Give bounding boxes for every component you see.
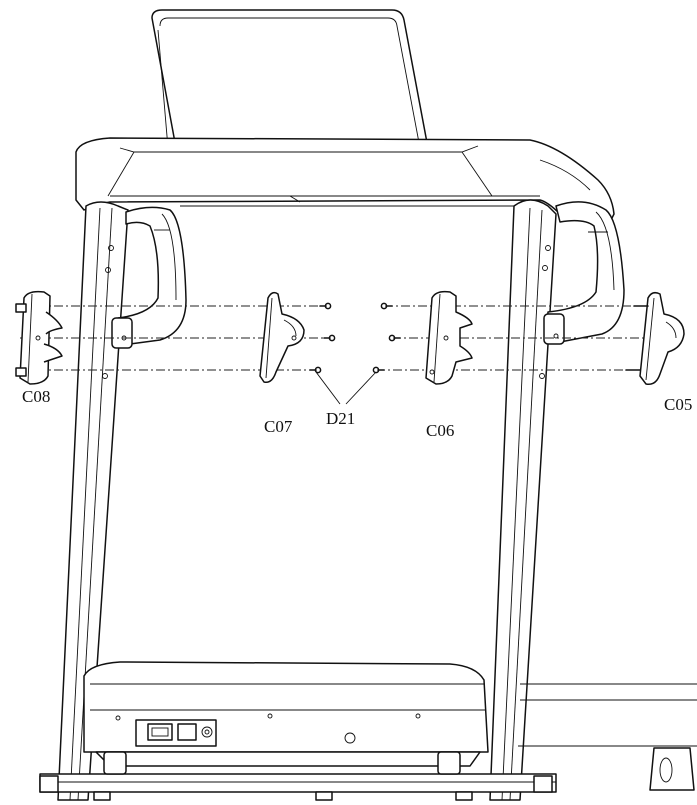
cover-c05: [625, 291, 685, 386]
screws-d21: [309, 302, 401, 374]
cover-c06: [425, 290, 473, 385]
screw-left-bottom: [309, 366, 322, 374]
screw-right-top: [380, 302, 393, 310]
right-handrail: [543, 201, 625, 345]
label-c07: C07: [264, 417, 293, 436]
leader-lines: [315, 371, 377, 405]
label-c06: C06: [426, 421, 454, 440]
right-upright: [489, 199, 557, 801]
screw-left-top: [319, 302, 332, 310]
console-screen: [151, 9, 429, 149]
screw-right-bottom: [372, 366, 385, 374]
label-c05: C05: [664, 395, 692, 414]
motor-hood: [83, 661, 697, 753]
cover-c08: [15, 290, 63, 385]
label-c08: C08: [22, 387, 50, 406]
base-frame: [39, 747, 695, 801]
label-d21: D21: [326, 409, 355, 428]
left-handrail: [111, 206, 187, 349]
screw-left-mid: [323, 334, 336, 342]
cover-c07: [259, 291, 305, 384]
screw-right-mid: [388, 334, 401, 342]
